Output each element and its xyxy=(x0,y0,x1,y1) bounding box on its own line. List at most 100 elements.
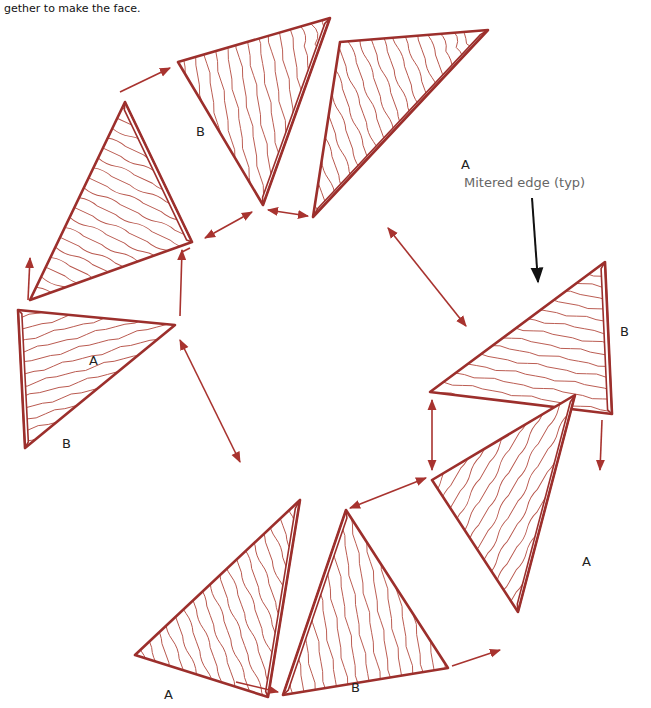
grain-line xyxy=(447,379,590,623)
grain-line xyxy=(0,174,234,295)
grain-line xyxy=(456,385,599,629)
grain-line xyxy=(426,241,651,296)
join-arrow xyxy=(180,340,240,462)
grain-line xyxy=(504,412,647,656)
grain-line xyxy=(144,500,243,708)
grain-line xyxy=(0,323,208,398)
grain-line xyxy=(414,0,515,198)
piece-outline xyxy=(432,395,575,612)
join-arrow xyxy=(350,478,426,508)
grain-line xyxy=(0,408,231,483)
join-arrow xyxy=(431,400,433,470)
grain-line xyxy=(195,482,294,708)
join-arrow xyxy=(120,68,170,92)
grain-line xyxy=(16,94,271,215)
grain-line xyxy=(0,355,217,430)
part-letter: A xyxy=(461,158,470,171)
grain-line xyxy=(177,0,229,243)
grain-line xyxy=(278,450,379,708)
part-letter: B xyxy=(620,325,629,338)
grain-line xyxy=(2,124,257,245)
grain-line xyxy=(0,387,225,462)
callout-label: Mitered edge (typ) xyxy=(464,176,585,189)
grain-line xyxy=(403,374,651,426)
join-arrow xyxy=(388,228,466,326)
piece-outline xyxy=(135,500,300,697)
wood-grain xyxy=(238,0,525,262)
piece-face xyxy=(313,30,488,217)
grain-line xyxy=(0,144,248,265)
grain-line xyxy=(11,104,266,225)
piece-outline xyxy=(430,262,612,414)
grain-line xyxy=(0,154,243,275)
wood-grain xyxy=(92,450,379,708)
part-letter: A xyxy=(582,555,591,568)
grain-line xyxy=(428,230,651,285)
piece-face xyxy=(178,18,330,205)
piece-outline xyxy=(18,310,175,448)
grain-line xyxy=(102,515,201,708)
grain-line xyxy=(368,334,513,579)
grain-line xyxy=(0,244,201,365)
mitered-edge xyxy=(313,30,488,217)
grain-line xyxy=(341,0,440,225)
grain-line xyxy=(21,84,276,205)
grain-line xyxy=(175,489,274,708)
piece-outline xyxy=(178,18,330,205)
piece-face xyxy=(30,102,192,300)
caption-fragment: gether to make the face. xyxy=(4,3,141,14)
grain-line xyxy=(164,493,263,708)
grain-line xyxy=(0,224,211,345)
grain-line xyxy=(0,234,206,355)
callout-leader xyxy=(532,198,538,282)
grain-line xyxy=(0,134,252,255)
grain-line xyxy=(466,390,609,634)
part-letter: B xyxy=(351,681,360,694)
grain-line xyxy=(0,204,220,325)
join-arrow xyxy=(180,250,182,316)
wood-piece xyxy=(238,0,525,262)
grain-line xyxy=(349,323,494,568)
grain-line xyxy=(387,345,532,590)
grain-line xyxy=(431,468,486,708)
part-letter: B xyxy=(196,125,205,138)
piece-outline xyxy=(313,30,488,217)
join-arrow xyxy=(600,420,602,470)
grain-line xyxy=(259,0,358,255)
grain-line xyxy=(25,73,281,195)
grain-line xyxy=(113,512,212,708)
grain-line xyxy=(0,302,203,377)
grain-line xyxy=(424,0,525,195)
piece-outline xyxy=(30,102,192,300)
grain-line xyxy=(210,0,262,237)
grain-line xyxy=(226,470,325,708)
grain-line xyxy=(30,62,286,186)
part-letter: A xyxy=(164,688,173,701)
piece-outline xyxy=(283,510,448,695)
grain-line xyxy=(475,396,618,640)
grain-line xyxy=(0,334,211,409)
grain-line xyxy=(199,0,251,239)
join-arrow xyxy=(28,258,30,300)
grain-line xyxy=(405,363,651,415)
join-arrow xyxy=(182,248,190,252)
piece-face xyxy=(283,510,448,695)
grain-line xyxy=(494,407,637,651)
grain-line xyxy=(523,423,651,667)
wood-grain xyxy=(0,62,286,365)
grain-line xyxy=(290,0,389,243)
grain-line xyxy=(333,486,385,708)
grain-line xyxy=(247,462,347,708)
join-arrows xyxy=(28,68,602,692)
join-arrow xyxy=(452,650,500,666)
grain-line xyxy=(92,519,191,708)
grain-line xyxy=(417,296,651,349)
grain-line xyxy=(437,374,580,618)
grain-line xyxy=(238,0,337,262)
grain-line xyxy=(420,273,651,328)
grain-line xyxy=(0,398,228,473)
part-letter: A xyxy=(89,354,98,367)
grain-line xyxy=(331,0,430,228)
